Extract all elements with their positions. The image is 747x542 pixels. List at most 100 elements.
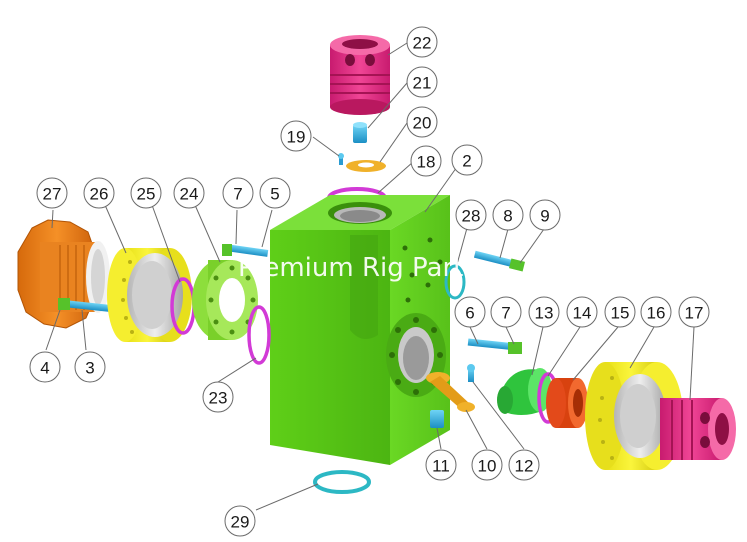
callout-7: 7: [222, 177, 254, 209]
part-20-washer: [346, 160, 386, 172]
part-12-pin: [467, 364, 475, 382]
callout-number: 23: [209, 389, 228, 408]
part-8-stud: [473, 250, 526, 272]
callout-27: 27: [36, 177, 68, 209]
callout-circle: [455, 199, 487, 231]
callout-number: 4: [40, 359, 49, 378]
part-7-stud-left: [222, 244, 269, 257]
callout-number: 18: [417, 153, 436, 172]
callout-circle: [406, 26, 438, 58]
callout-19: 19: [280, 120, 312, 152]
callout-29: 29: [224, 505, 256, 537]
callout-number: 27: [43, 185, 62, 204]
callout-26: 26: [83, 177, 115, 209]
callout-circle: [29, 351, 61, 383]
callout-number: 21: [413, 74, 432, 93]
callout-12: 12: [508, 449, 540, 481]
callout-number: 2: [462, 152, 471, 171]
callout-number: 14: [573, 304, 592, 323]
callout-number: 19: [287, 128, 306, 147]
part-28-gasket-ring: [444, 264, 466, 300]
part-26-suction-cover: [107, 248, 192, 342]
callout-number: 8: [503, 207, 512, 226]
callout-2: 2: [451, 144, 483, 176]
callout-number: 29: [231, 513, 250, 532]
callout-number: 6: [465, 304, 474, 323]
callout-22: 22: [406, 26, 438, 58]
callout-circle: [528, 296, 560, 328]
callout-circle: [224, 505, 256, 537]
leader-lines: [45, 42, 695, 511]
callout-number: 12: [515, 457, 534, 476]
callout-number: 15: [611, 304, 630, 323]
callout-number: 3: [85, 359, 94, 378]
callout-circle: [425, 449, 457, 481]
callout-20: 20: [406, 106, 438, 138]
callout-16: 16: [640, 296, 672, 328]
callout-circle: [508, 449, 540, 481]
callout-28: 28: [455, 199, 487, 231]
part-23-seal: [247, 305, 271, 365]
callout-number: 17: [685, 304, 704, 323]
callout-number: 11: [432, 457, 450, 476]
callout-number: 10: [478, 457, 497, 476]
callout-number: 5: [270, 185, 279, 204]
part-17-valve-guide: [660, 398, 736, 460]
callout-number: 25: [137, 185, 156, 204]
callout-circle: [406, 106, 438, 138]
part-11-plug: [430, 410, 444, 428]
part-24-flange: [192, 260, 258, 340]
part-6-stud-right: [467, 338, 522, 354]
callout-8: 8: [492, 199, 524, 231]
callout-18: 18: [410, 145, 442, 177]
callout-number: 7: [233, 185, 242, 204]
callout-14: 14: [566, 296, 598, 328]
callout-4: 4: [29, 351, 61, 383]
callout-24: 24: [173, 177, 205, 209]
callout-circle: [222, 177, 254, 209]
part-13-valve: [497, 368, 552, 415]
callout-circle: [74, 351, 106, 383]
part-10-spring-retainer: [426, 372, 475, 412]
callout-circle: [130, 177, 162, 209]
callout-circle: [451, 144, 483, 176]
part-2-fluid-end-module: [270, 195, 450, 465]
callout-number: 16: [647, 304, 666, 323]
part-22-valve-cover: [330, 35, 390, 115]
callout-circle: [604, 296, 636, 328]
callout-21: 21: [406, 66, 438, 98]
part-27-retaining-nut: [17, 219, 110, 329]
part-29-gasket: [313, 470, 371, 494]
callout-number: 28: [462, 207, 481, 226]
callout-25: 25: [130, 177, 162, 209]
callout-circle: [492, 199, 524, 231]
callout-circle: [490, 296, 522, 328]
callout-number: 22: [413, 34, 432, 53]
callout-number: 7: [501, 304, 510, 323]
callout-circle: [529, 199, 561, 231]
callout-7: 7: [490, 296, 522, 328]
callout-23: 23: [202, 381, 234, 413]
callout-circle: [259, 177, 291, 209]
callout-10: 10: [471, 449, 503, 481]
watermark-text: Premium Rig Parts: [238, 253, 477, 283]
callout-13: 13: [528, 296, 560, 328]
callout-circle: [280, 120, 312, 152]
callout-number: 26: [90, 185, 109, 204]
callout-15: 15: [604, 296, 636, 328]
callout-circle: [678, 296, 710, 328]
callout-circle: [471, 449, 503, 481]
callout-3: 3: [74, 351, 106, 383]
callout-circle: [202, 381, 234, 413]
callout-number: 9: [540, 207, 549, 226]
callout-circle: [173, 177, 205, 209]
callout-circle: [36, 177, 68, 209]
callout-9: 9: [529, 199, 561, 231]
part-21-blue-plug: [353, 122, 367, 143]
callout-circle: [566, 296, 598, 328]
callout-circle: [406, 66, 438, 98]
callout-circle: [83, 177, 115, 209]
callout-17: 17: [678, 296, 710, 328]
part-3-stud: [58, 298, 119, 313]
